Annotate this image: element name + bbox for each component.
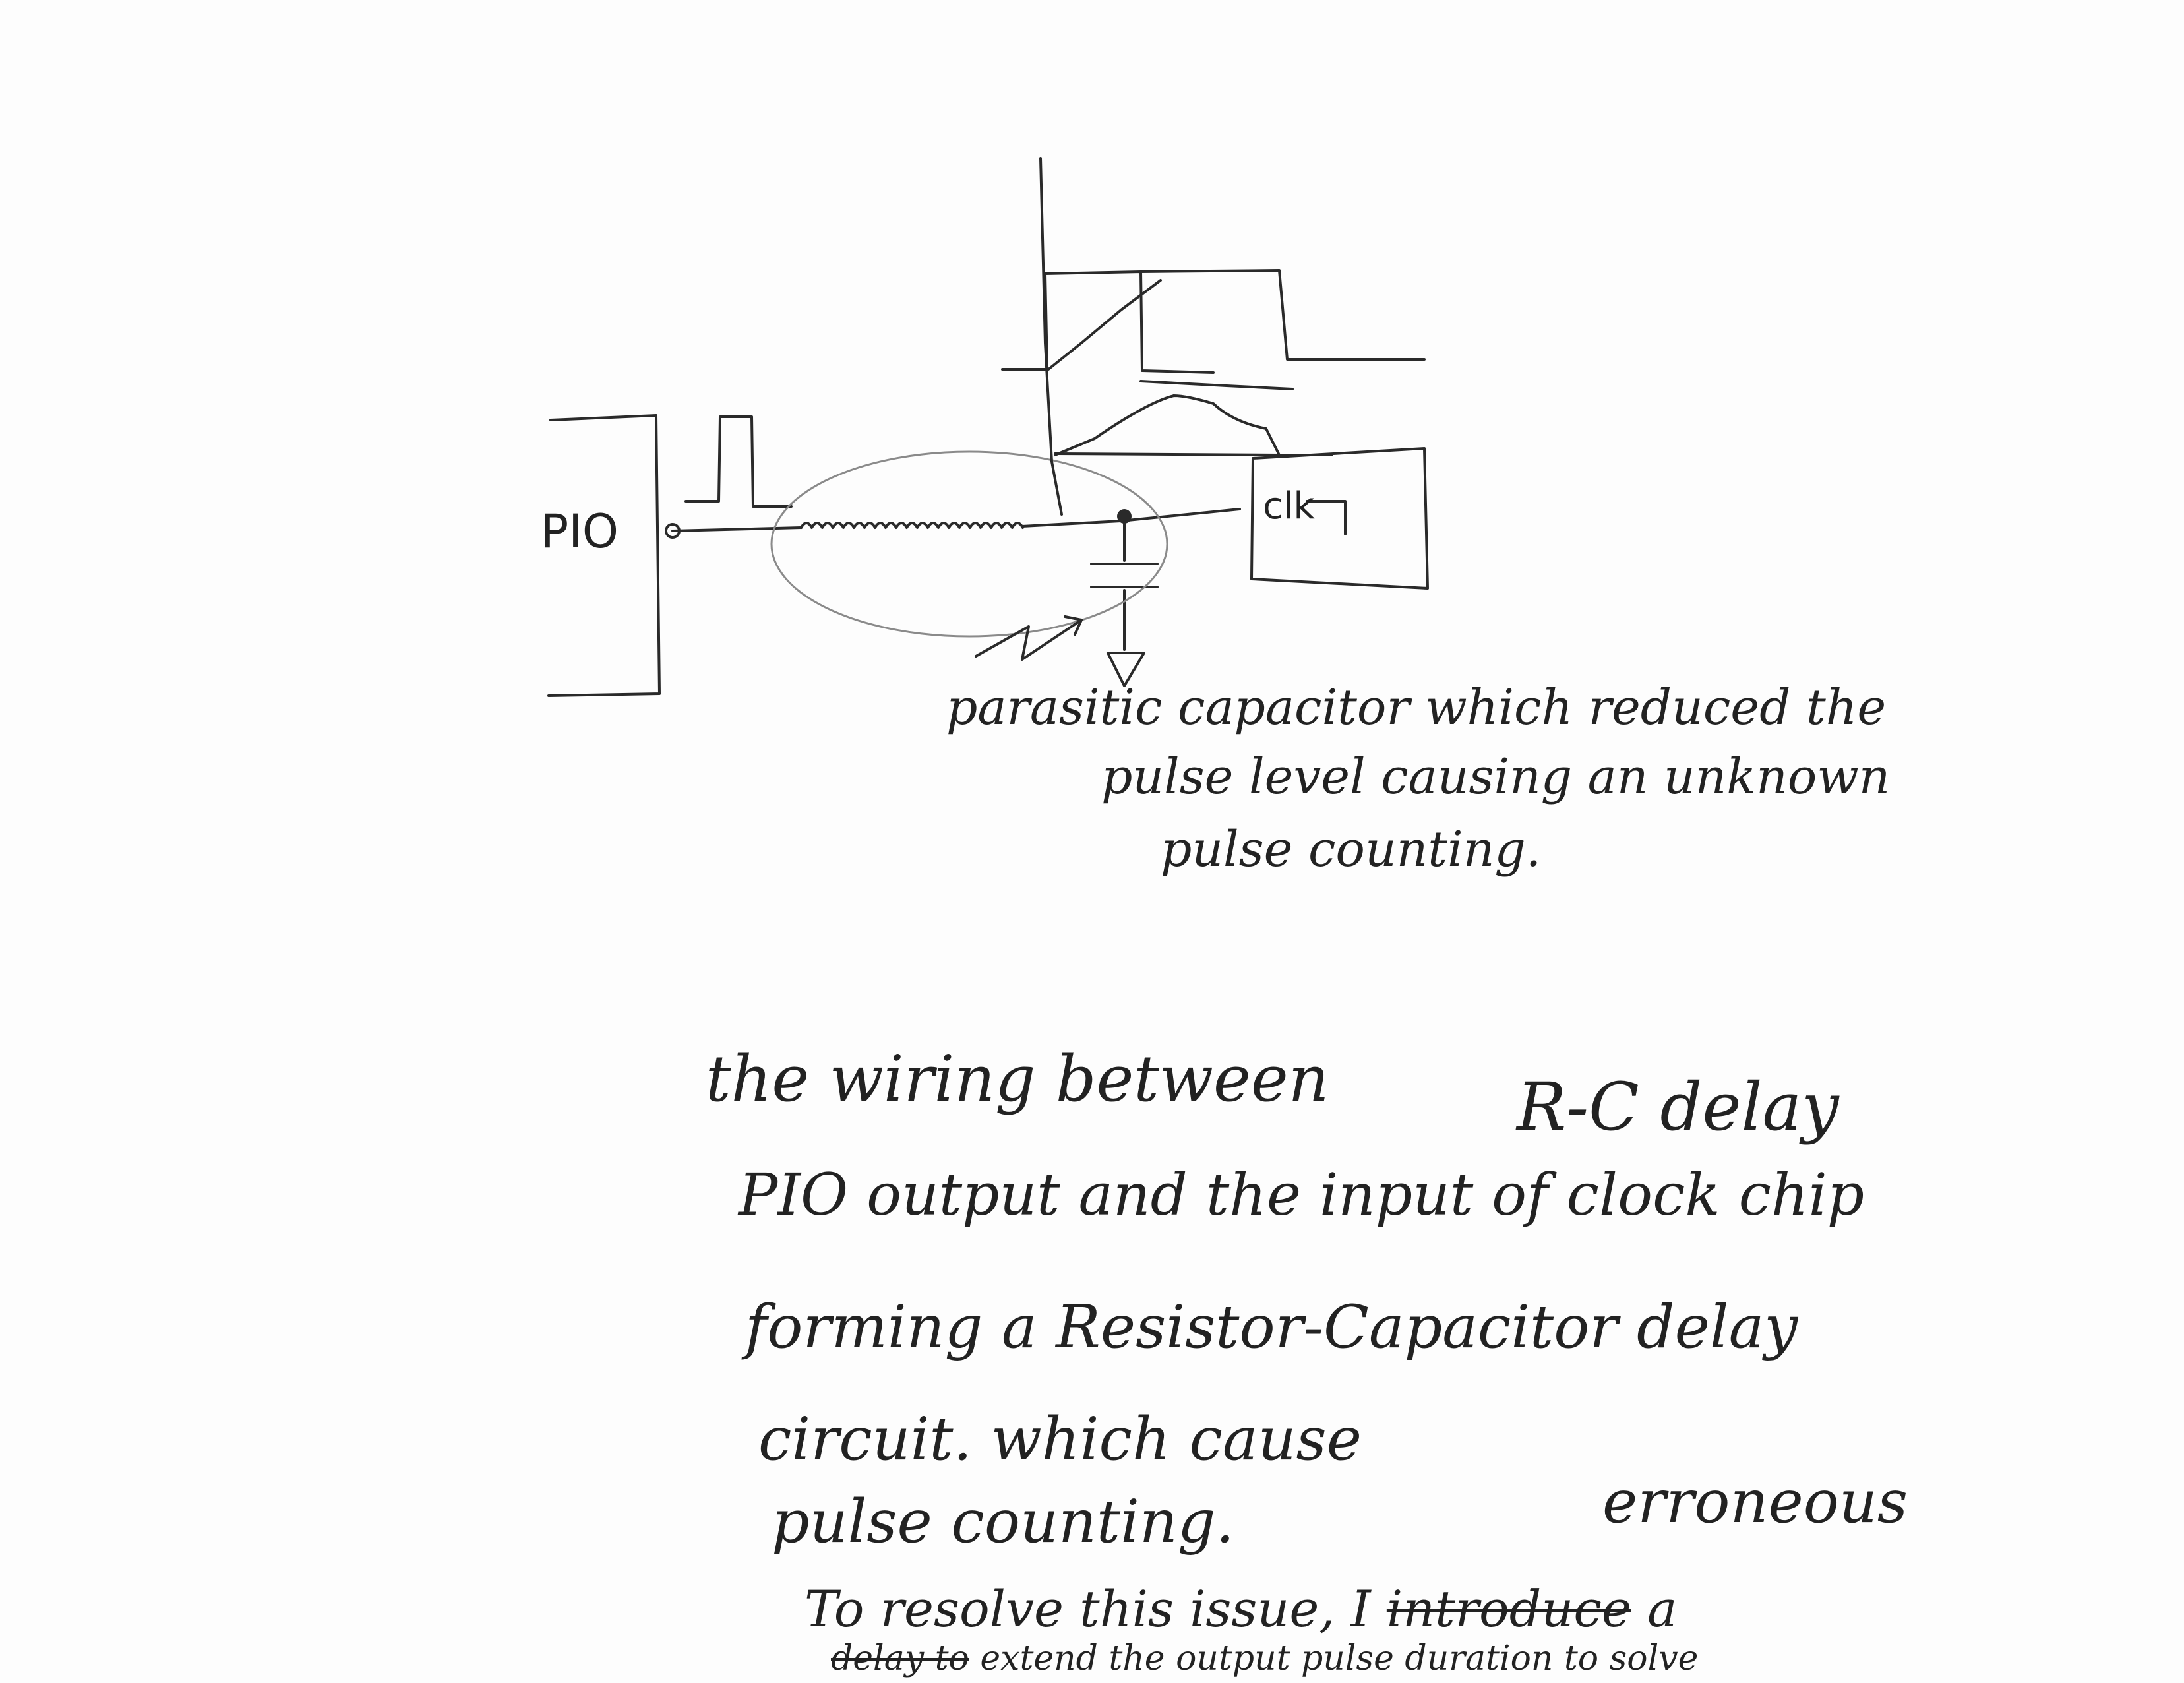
- resolve-trailing: a: [1647, 1579, 1678, 1638]
- pio-box: [547, 414, 661, 697]
- last-line-text: extend the output pulse duration to solv…: [980, 1639, 1699, 1678]
- note-line-3: forming a Resistor-Capacitor delay: [745, 1293, 1798, 1362]
- resolve-line: To resolve this issue, I introduce a: [804, 1579, 1677, 1638]
- pio-output-pulse: [684, 415, 793, 508]
- note-line-4: circuit. which cause: [758, 1405, 1362, 1474]
- parasitic-note-line-1: parasitic capacitor which reduced the: [946, 679, 1887, 736]
- crossed-out-phrase: delay to: [831, 1639, 969, 1678]
- capacitor-node: [1117, 509, 1132, 524]
- clock-chip-box: [1250, 447, 1429, 590]
- highlight-ellipse: [770, 450, 1168, 638]
- note-erroneous: erroneous: [1602, 1467, 1908, 1537]
- top-waveform-degraded: [1047, 279, 1333, 456]
- wire-resistance: [800, 522, 1024, 529]
- wire-pio-to-resistor: [671, 526, 803, 532]
- note-rc-delay: R-C delay: [1517, 1068, 1839, 1146]
- top-waveform-lower: [1054, 452, 1281, 456]
- parasitic-capacitor: [1090, 520, 1159, 651]
- vertical-signal-line: [1039, 157, 1063, 516]
- note-line-1: the wiring between: [706, 1042, 1329, 1116]
- top-waveform-ideal: [1001, 269, 1426, 374]
- annotation-arrow: [975, 615, 1083, 661]
- last-line: delay to extend the output pulse duratio…: [831, 1639, 1698, 1678]
- ground-symbol: [1107, 652, 1145, 687]
- note-line-2: PIO output and the input of clock chip: [739, 1161, 1865, 1229]
- pio-label: PIO: [541, 505, 619, 559]
- crossed-out-word: introduce: [1386, 1579, 1631, 1638]
- resolve-text: To resolve this issue, I: [804, 1579, 1371, 1638]
- clk-label: clk: [1263, 485, 1315, 528]
- clock-chip-input-mark: [1306, 500, 1347, 536]
- parasitic-note-line-3: pulse counting.: [1161, 821, 1542, 878]
- parasitic-note-line-2: pulse level causing an unknown: [1101, 749, 1891, 805]
- note-line-5: pulse counting.: [772, 1487, 1235, 1556]
